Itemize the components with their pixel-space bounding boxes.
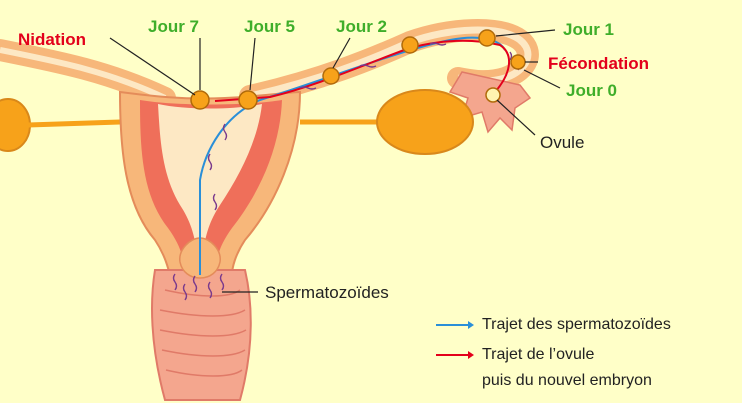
fertilization-point xyxy=(511,55,525,69)
left-ovary xyxy=(0,99,30,151)
left-ligament xyxy=(28,122,120,125)
right-ovary xyxy=(377,90,473,154)
blue-arrow-icon xyxy=(436,320,474,330)
label-jour2: Jour 2 xyxy=(336,18,387,35)
label-jour0: Jour 0 xyxy=(566,82,617,99)
label-ovule: Ovule xyxy=(540,134,584,151)
label-spermatozoides: Spermatozoïdes xyxy=(265,284,389,301)
label-nidation: Nidation xyxy=(18,31,86,48)
red-arrow-icon xyxy=(436,350,474,360)
label-jour7: Jour 7 xyxy=(148,18,199,35)
legend-sperm-label: Trajet des spermatozoïdes xyxy=(482,316,671,334)
legend-ovum-label-line2: puis du nouvel embryon xyxy=(482,373,652,389)
legend-ovum-path: Trajet de l’ovule xyxy=(436,346,594,364)
legend-ovum-label: Trajet de l’ovule xyxy=(482,346,594,364)
legend-sperm-path: Trajet des spermatozoïdes xyxy=(436,316,671,334)
embryo-jour5 xyxy=(239,91,257,109)
ovum xyxy=(486,88,500,102)
embryo-jour1 xyxy=(479,30,495,46)
embryo-stage-3 xyxy=(402,37,418,53)
label-jour5: Jour 5 xyxy=(244,18,295,35)
embryo-jour2 xyxy=(323,68,339,84)
label-jour1: Jour 1 xyxy=(563,21,614,38)
label-fecondation: Fécondation xyxy=(548,55,649,72)
